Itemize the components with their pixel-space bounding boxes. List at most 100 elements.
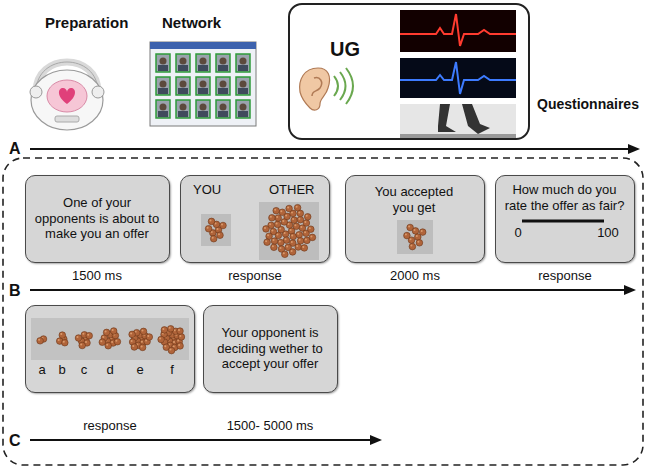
screen-illustration [294,204,301,211]
screen-illustration [279,228,281,230]
network-screenshot [236,54,250,72]
network-screenshot [196,77,210,95]
network-screenshot [218,111,228,117]
screen-illustration [300,226,302,228]
phase-label: Network [162,14,221,32]
network-screenshot [160,104,167,111]
screen-illustration [285,238,287,240]
screen-illustration [286,205,293,212]
network-screenshot [160,58,167,65]
screen-illustration [178,344,180,346]
heartbeat-blue [400,58,516,98]
screen-illustration [80,344,82,346]
option-letter: e [136,362,143,378]
screen-illustration [173,341,175,343]
screen-illustration [407,224,414,231]
walking-photo [400,104,516,138]
screen-illustration [208,218,215,225]
phase-title: UG [330,37,360,61]
ear-icon [300,68,330,110]
screen-illustration [296,231,303,238]
duration-label: response [228,268,281,284]
screen-illustration [309,227,311,229]
screen-illustration [291,235,293,237]
screen-illustration [212,237,214,239]
screen-illustration [177,340,179,342]
screen-illustration [304,214,311,221]
network-screenshot [150,42,256,126]
screen-illustration [266,233,273,240]
network-screenshot [196,100,210,118]
screen-illustration [131,340,133,342]
screen-illustration [103,329,110,336]
screen-illustration [177,343,184,350]
screen-illustration [210,219,212,221]
screen-illustration [296,245,298,247]
screen-illustration [291,241,293,243]
duration-label: 1500 ms [72,268,122,284]
walking-photo [438,104,456,132]
screen-illustration [410,245,412,247]
screen-illustration [164,345,166,347]
phase-label: Preparation [45,14,128,32]
network-screenshot [156,77,170,95]
network-screenshot [158,88,168,94]
screen-illustration [522,220,604,223]
screen-illustration [63,341,65,343]
screen-illustration [169,327,171,329]
screen-illustration [416,240,423,247]
screen-text: One of your opponents is about to make y… [34,195,160,242]
screen-illustration [145,340,147,342]
doppler-device [30,86,42,98]
screen-illustration [158,336,165,343]
heartbeat-red [400,10,516,52]
network-screenshot [176,100,190,118]
screen-box: YOUOTHER [180,175,330,263]
screen-illustration [220,222,227,229]
network-screenshot [158,111,168,117]
screen-illustration [62,339,69,346]
network-screenshot [240,58,247,65]
screen-illustration [87,334,89,336]
screen-illustration [408,226,410,228]
screen-illustration [272,245,274,247]
option-letter: b [58,362,65,378]
screen-illustration [106,344,108,346]
screen-text: How much do you rate the offer as fair? [503,182,626,213]
network-screenshot [218,65,228,71]
network-screenshot [220,104,227,111]
screen-illustration [270,216,272,218]
screen-illustration [298,218,300,220]
screen-illustration [264,227,266,229]
screen-illustration [217,232,224,239]
network-screenshot [216,54,230,72]
screen-illustration [99,339,106,346]
panel-letter: A [9,139,21,158]
heartbeat-red [400,10,516,52]
screen-illustration [112,329,114,331]
timeline-arrow [370,435,382,445]
screen-illustration [290,229,292,231]
network-screenshot [198,111,208,117]
screen-illustration [141,345,143,347]
screen-illustration [269,215,276,222]
timeline-arrow [30,435,382,445]
ear-icon [340,72,346,100]
screen-illustration [278,239,285,246]
screen-illustration [271,230,273,232]
screen-box: abcdef [25,305,195,393]
doppler-device [31,70,103,130]
screen-illustration [275,215,282,222]
screen-text: 0 [514,225,521,241]
network-screenshot [198,88,208,94]
screen-illustration [279,209,286,216]
screen-illustration [259,202,319,260]
screen-illustration [267,234,269,236]
screen-illustration [309,234,316,241]
screen-illustration [273,239,275,241]
screen-illustration [296,206,298,208]
timeline-arrow [30,439,372,441]
screen-illustration [276,216,278,218]
screen-illustration [142,329,144,331]
